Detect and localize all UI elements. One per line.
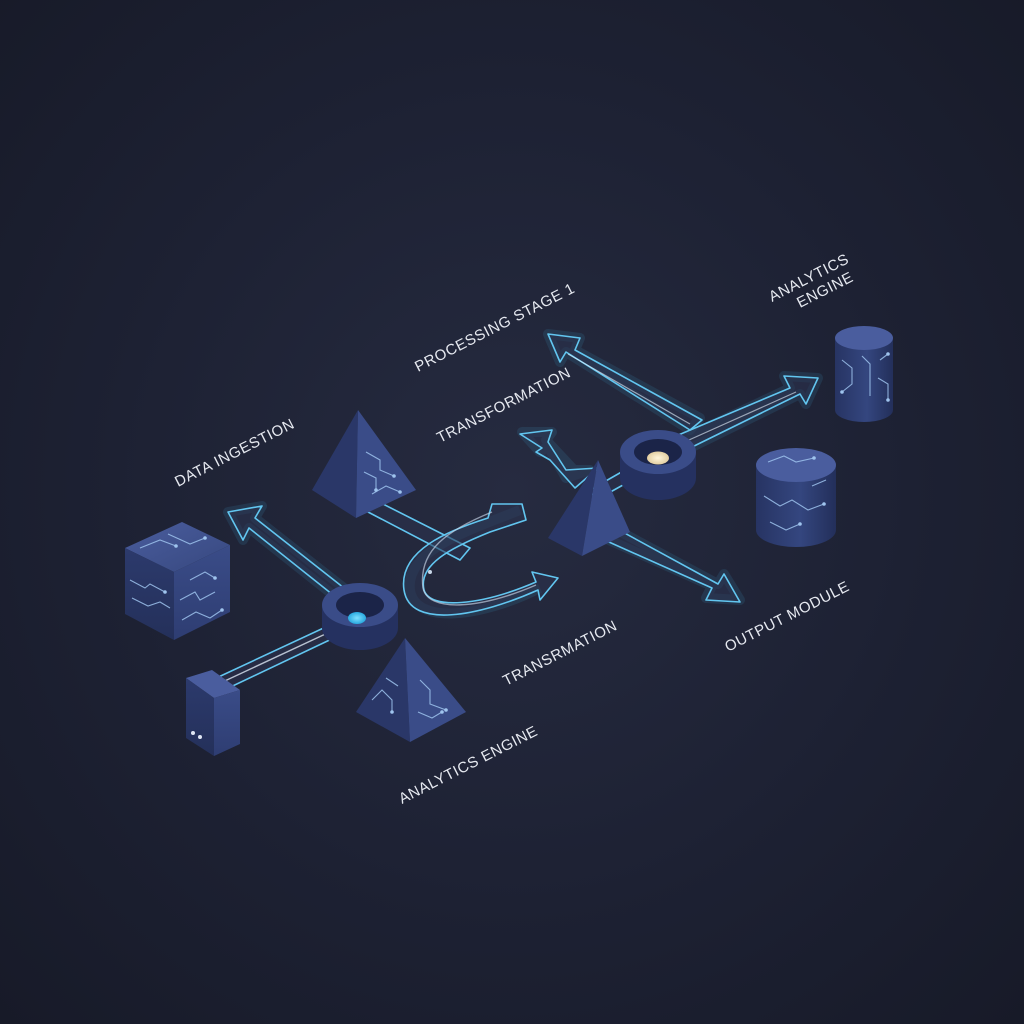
data-ingestion-cube-icon — [125, 522, 230, 640]
flow-arrow-to-processing — [543, 329, 705, 435]
flow-arrow-to-analytics-engine — [675, 371, 823, 453]
pyramid-analytics-icon — [356, 638, 466, 742]
flow-beam-slab-to-hub — [211, 624, 339, 693]
cylinder-analytics-engine-icon — [835, 326, 893, 422]
pyramid-processing-icon — [312, 410, 416, 518]
label-processing-stage-1: PROCESSING STAGE 1 — [412, 280, 578, 376]
flow-arrow-to-transformation — [517, 427, 599, 489]
hub-cream-icon — [620, 430, 696, 500]
pyramid-center-icon — [548, 460, 630, 556]
flow-arrow-u-turn — [402, 503, 559, 619]
label-data-ingestion: DATA INGESTION — [172, 415, 297, 490]
label-output-module: OUTPUT MODULE — [722, 578, 852, 656]
hub-cyan-icon — [322, 583, 398, 650]
cylinder-storage-icon — [756, 448, 836, 547]
label-transformation-bottom: TRANSRMATION — [500, 617, 620, 689]
server-slab-icon — [186, 670, 240, 756]
